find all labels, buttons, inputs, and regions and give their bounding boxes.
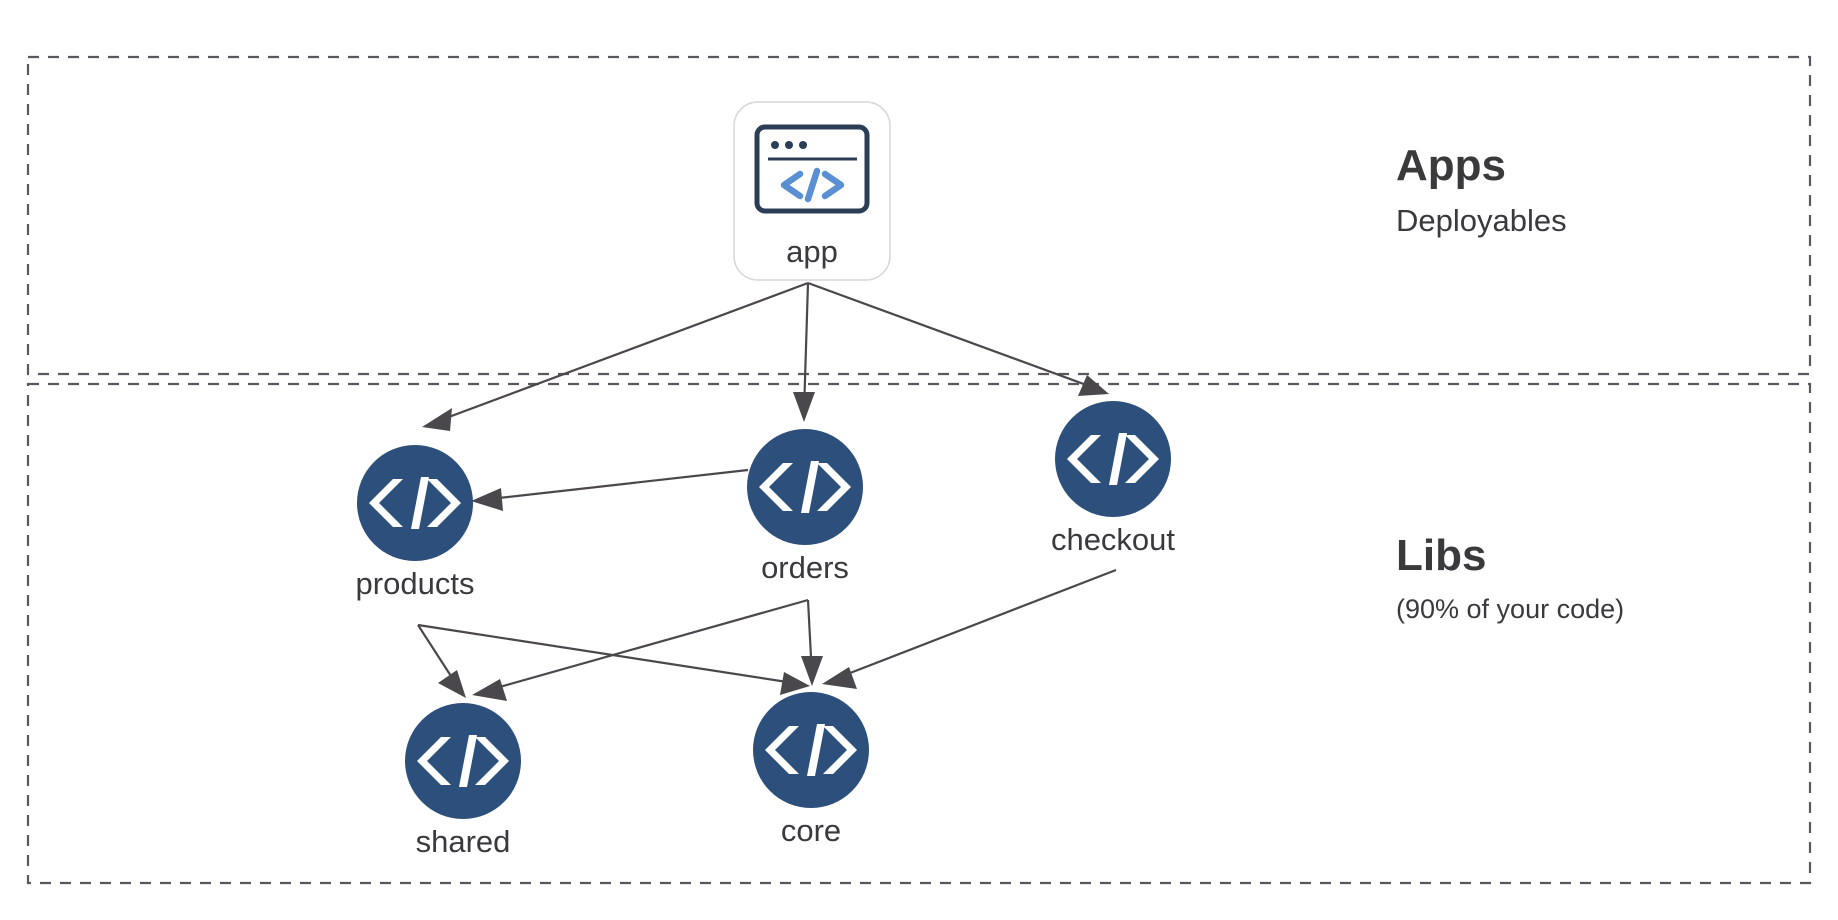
edge-orders-to-products [471, 468, 749, 511]
node-label-checkout: checkout [1051, 522, 1175, 557]
node-circle-orders [747, 429, 863, 545]
zone-title-libs: Libs [1396, 531, 1486, 580]
node-label-core: core [781, 813, 841, 848]
edge-products-to-core [417, 623, 810, 695]
zone-label-libs: Libs (90% of your code) [1396, 531, 1624, 624]
node-label-orders: orders [761, 550, 849, 585]
zone-box-libs [26, 382, 1812, 885]
node-products[interactable]: products [356, 445, 475, 601]
edge-orders-to-shared [472, 598, 809, 701]
code-icon-checkout [1067, 433, 1159, 485]
node-app[interactable]: app [733, 101, 891, 281]
node-label-app: app [786, 234, 838, 269]
browser-code-icon [754, 124, 870, 214]
edge-checkout-to-core [822, 568, 1117, 689]
code-icon-orders [759, 461, 851, 513]
node-core[interactable]: core [753, 692, 869, 848]
edge-app-to-products [422, 281, 809, 431]
node-label-products: products [356, 566, 475, 601]
zone-label-apps: Apps Deployables [1396, 141, 1567, 238]
zone-title-apps: Apps [1396, 141, 1506, 190]
edge-products-to-shared [417, 624, 466, 698]
zone-subtitle-apps: Deployables [1396, 203, 1567, 238]
zone-subtitle-libs: (90% of your code) [1396, 594, 1624, 624]
node-circle-products [357, 445, 473, 561]
node-circle-shared [405, 703, 521, 819]
node-circle-checkout [1055, 401, 1171, 517]
edge-app-to-orders [793, 282, 815, 422]
node-circle-core [753, 692, 869, 808]
code-icon-products [369, 477, 461, 529]
node-shared[interactable]: shared [405, 703, 521, 859]
zone-box-apps [26, 55, 1812, 376]
code-icon-core [765, 724, 857, 776]
code-icon-shared [417, 735, 509, 787]
edge-app-to-checkout [807, 281, 1109, 396]
node-label-shared: shared [416, 824, 511, 859]
node-orders[interactable]: orders [747, 429, 863, 585]
edge-orders-to-core [801, 599, 823, 686]
node-checkout[interactable]: checkout [1051, 401, 1175, 557]
